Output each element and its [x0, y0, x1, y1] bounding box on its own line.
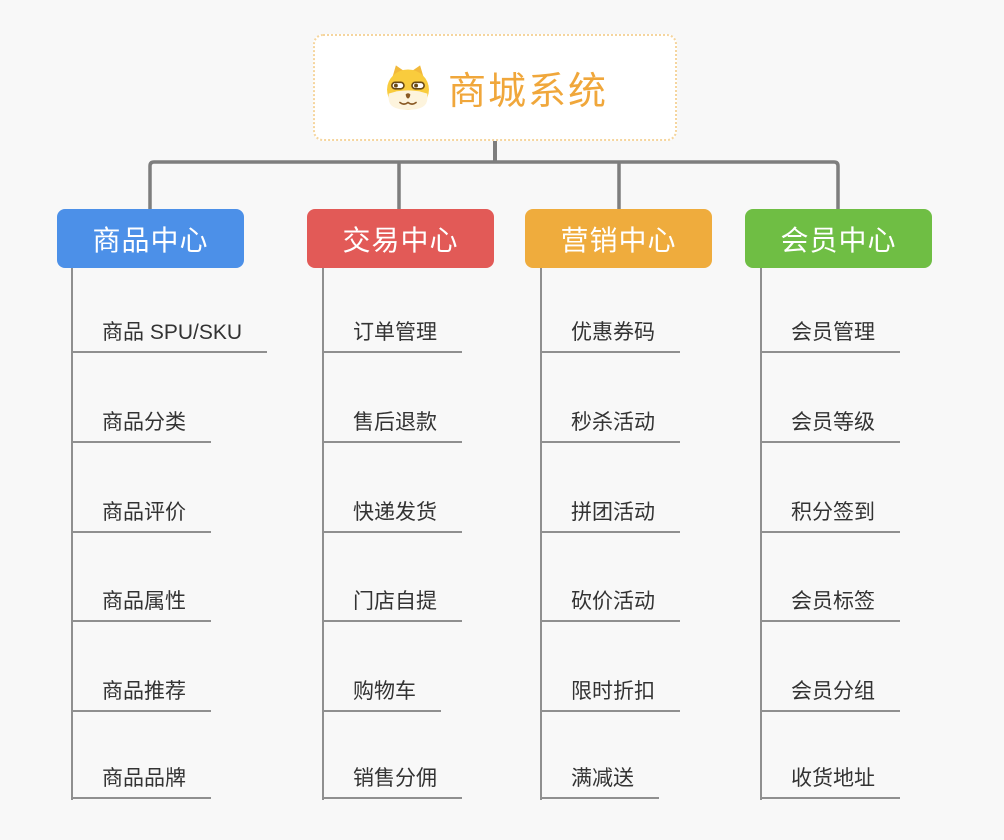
doge-face-icon	[382, 63, 434, 113]
subtopic-node[interactable]: 商品品牌	[71, 766, 211, 799]
subtopic-node[interactable]: 售后退款	[322, 410, 462, 443]
branch-drop-line	[540, 268, 542, 800]
subtopic-node[interactable]: 优惠券码	[540, 320, 680, 353]
branch-drop-line	[322, 268, 324, 800]
subtopic-node[interactable]: 销售分佣	[322, 766, 462, 799]
subtopic-node[interactable]: 会员管理	[760, 320, 900, 353]
subtopic-node[interactable]: 商品分类	[71, 410, 211, 443]
subtopic-node[interactable]: 快递发货	[322, 500, 462, 533]
subtopic-node[interactable]: 订单管理	[322, 320, 462, 353]
branch-bracket-connector	[148, 160, 840, 212]
subtopic-node[interactable]: 砍价活动	[540, 589, 680, 622]
branch-drop-line	[760, 268, 762, 800]
branch-drop-line	[71, 268, 73, 800]
branch-node-trade-center[interactable]: 交易中心	[307, 209, 494, 268]
subtopic-node[interactable]: 商品评价	[71, 500, 211, 533]
branch-node-marketing-center[interactable]: 营销中心	[525, 209, 712, 268]
subtopic-node[interactable]: 会员标签	[760, 589, 900, 622]
subtopic-node[interactable]: 会员等级	[760, 410, 900, 443]
subtopic-node[interactable]: 商品 SPU/SKU	[71, 320, 268, 353]
subtopic-node[interactable]: 商品属性	[71, 589, 211, 622]
branch-node-member-center[interactable]: 会员中心	[745, 209, 932, 268]
subtopic-node[interactable]: 会员分组	[760, 679, 900, 712]
branch-node-product-center[interactable]: 商品中心	[57, 209, 244, 268]
subtopic-node[interactable]: 限时折扣	[540, 679, 680, 712]
root-node-mall-system[interactable]: 商城系统	[313, 34, 677, 141]
subtopic-node[interactable]: 拼团活动	[540, 500, 680, 533]
subtopic-node[interactable]: 满减送	[540, 766, 659, 799]
subtopic-node[interactable]: 商品推荐	[71, 679, 211, 712]
root-node-title: 商城系统	[447, 71, 608, 113]
subtopic-node[interactable]: 门店自提	[322, 589, 462, 622]
subtopic-node[interactable]: 积分签到	[760, 500, 900, 533]
subtopic-node[interactable]: 购物车	[322, 679, 441, 712]
subtopic-node[interactable]: 收货地址	[760, 766, 900, 799]
subtopic-node[interactable]: 秒杀活动	[540, 410, 680, 443]
